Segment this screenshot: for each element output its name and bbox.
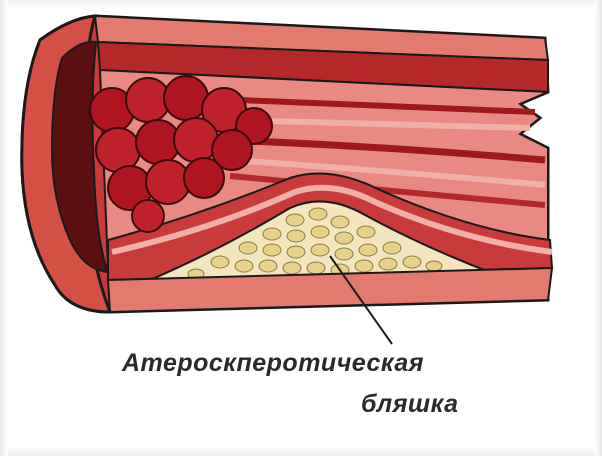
- plaque-label-line-1: Атероскперотическая: [122, 349, 424, 378]
- plaque-label-line-2: бляшка: [361, 390, 459, 419]
